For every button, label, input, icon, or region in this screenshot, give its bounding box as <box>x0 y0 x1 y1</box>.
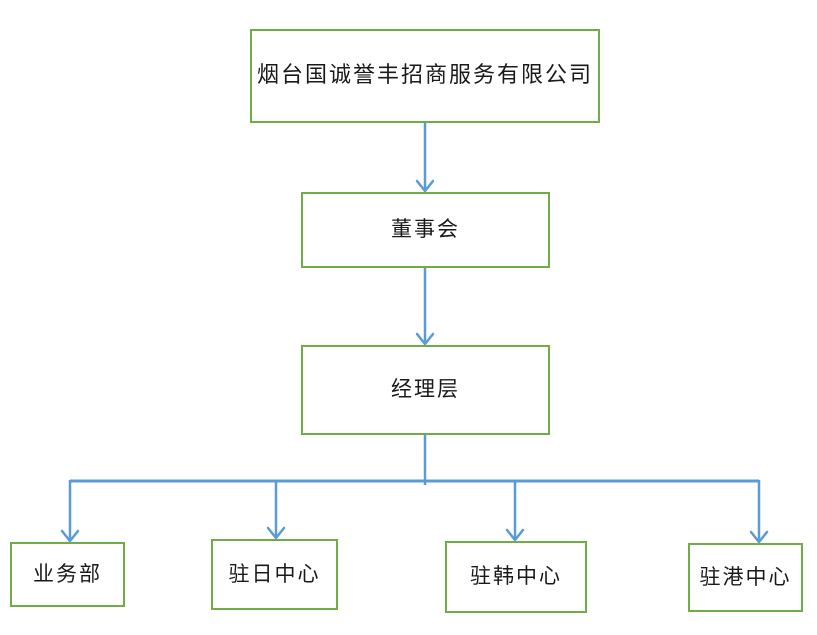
org-node-company-label: 烟台国诚誉丰招商服务有限公司 <box>256 62 593 88</box>
arrowhead-company-board <box>415 179 435 193</box>
org-node-company: 烟台国诚誉丰招商服务有限公司 <box>250 29 600 123</box>
org-node-japan-center-label: 驻日中心 <box>228 561 321 586</box>
org-node-business-dept: 业务部 <box>10 542 125 607</box>
org-node-hongkong-center: 驻港中心 <box>688 543 803 612</box>
arrowhead-bus-dept4 <box>749 530 769 544</box>
org-node-board: 董事会 <box>301 192 550 268</box>
org-node-management-label: 经理层 <box>391 377 460 402</box>
arrowhead-bus-dept3 <box>505 528 525 542</box>
org-node-hongkong-center-label: 驻港中心 <box>699 564 792 589</box>
arrowhead-bus-dept2 <box>266 526 286 540</box>
arrowhead-board-management <box>415 332 435 346</box>
org-node-japan-center: 驻日中心 <box>211 539 338 610</box>
org-node-board-label: 董事会 <box>391 217 460 242</box>
org-node-business-dept-label: 业务部 <box>33 561 102 586</box>
org-node-management: 经理层 <box>301 345 550 435</box>
org-node-korea-center-label: 驻韩中心 <box>470 564 562 589</box>
org-node-korea-center: 驻韩中心 <box>445 541 587 613</box>
arrowhead-bus-dept1 <box>60 529 80 543</box>
